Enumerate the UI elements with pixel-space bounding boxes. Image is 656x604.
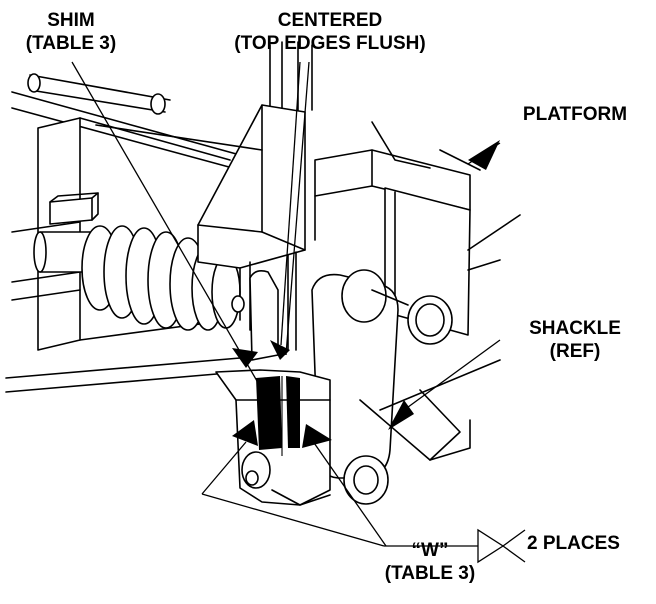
shims <box>256 376 300 456</box>
arrow-w-left <box>232 420 258 446</box>
places-flag <box>477 528 526 564</box>
leader-platform <box>467 142 501 165</box>
arrow-w-right <box>302 424 332 448</box>
callout-centered: CENTERED (TOP EDGES FLUSH) <box>198 9 462 55</box>
callout-w-line2: (TABLE 3) <box>384 563 476 584</box>
callout-shim-line2: (TABLE 3) <box>25 33 117 54</box>
callout-shim: SHIM (TABLE 3) <box>6 9 136 55</box>
upper-bracket <box>95 41 313 351</box>
callout-centered-line2: (TOP EDGES FLUSH) <box>234 33 426 54</box>
callout-places: 2 PLACES <box>527 532 656 555</box>
arrow-platform <box>468 140 500 170</box>
callout-shackle-line2: (REF) <box>549 341 601 362</box>
callout-shim-line1: SHIM <box>47 10 95 31</box>
arrow-centered-left <box>232 348 258 368</box>
callout-w-line1: “W” <box>411 540 449 561</box>
callout-places-text: 2 PLACES <box>527 533 620 554</box>
spring <box>5 225 241 393</box>
callout-shackle-line1: SHACKLE <box>529 318 621 339</box>
leader-w-right <box>311 439 387 547</box>
platform <box>314 121 521 336</box>
leader-w-left <box>201 441 385 547</box>
shim-left <box>256 376 282 450</box>
shim-right <box>286 376 300 448</box>
leader-shackle <box>403 339 501 411</box>
leader-centered <box>280 61 301 346</box>
callout-platform-text: PLATFORM <box>522 104 628 125</box>
callout-shackle: SHACKLE (REF) <box>500 317 650 363</box>
callout-centered-line1: CENTERED <box>277 10 383 31</box>
leader-lines <box>71 61 526 564</box>
leader-shim <box>71 61 269 401</box>
callout-platform: PLATFORM <box>500 103 650 126</box>
arrow-centered-right <box>270 340 290 360</box>
callout-w: “W” (TABLE 3) <box>360 539 500 585</box>
shackle-plate <box>311 269 453 505</box>
